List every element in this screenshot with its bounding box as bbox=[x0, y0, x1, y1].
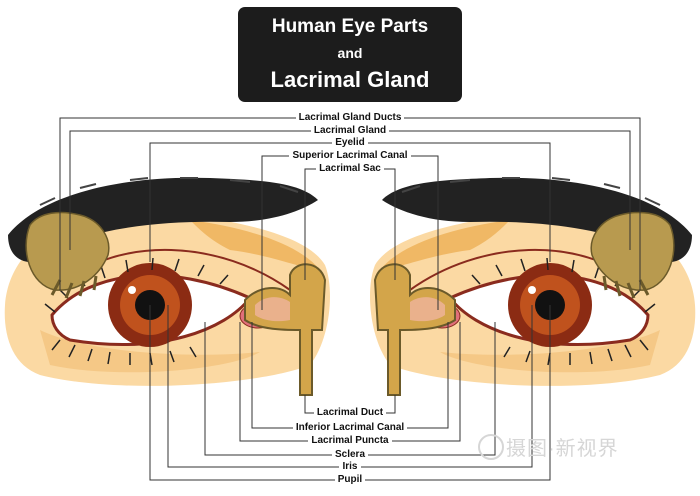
label-lacrimal-duct: Lacrimal Duct bbox=[0, 407, 700, 419]
right-skin-shadow bbox=[380, 220, 510, 270]
label-lacrimal-gland-ducts: Lacrimal Gland Ducts bbox=[0, 112, 700, 124]
left-lower-lashes bbox=[51, 339, 197, 366]
label-eyelid: Eyelid bbox=[0, 137, 700, 149]
left-eye bbox=[4, 177, 330, 396]
title-line3: Lacrimal Gland bbox=[270, 67, 430, 92]
right-gland-ducts bbox=[602, 275, 650, 299]
left-eyebrow-hair bbox=[39, 177, 299, 206]
label-lacrimal-gland: Lacrimal Gland bbox=[0, 125, 700, 137]
right-lacrimal-sac bbox=[373, 263, 456, 396]
right-eye bbox=[370, 177, 696, 396]
right-lacrimal-gland bbox=[590, 211, 675, 291]
left-lacrimal-gland bbox=[25, 211, 110, 291]
left-lacrimal-sac bbox=[244, 263, 327, 396]
label-inferior-lacrimal-canal: Inferior Lacrimal Canal bbox=[0, 422, 700, 434]
label-lacrimal-sac: Lacrimal Sac bbox=[0, 163, 700, 175]
watermark-icon bbox=[478, 434, 504, 460]
label-superior-lacrimal-canal: Superior Lacrimal Canal bbox=[0, 150, 700, 162]
label-sclera: Sclera bbox=[0, 449, 700, 461]
label-iris: Iris bbox=[0, 461, 700, 473]
right-eyebrow bbox=[382, 177, 692, 262]
title-line2: and bbox=[337, 45, 363, 61]
title-box: Human Eye Parts and Lacrimal Gland bbox=[238, 7, 462, 102]
left-gland-ducts bbox=[50, 275, 98, 299]
title-line1: Human Eye Parts bbox=[271, 16, 429, 37]
left-highlight bbox=[128, 286, 136, 294]
right-lower-lashes bbox=[503, 339, 649, 366]
label-lacrimal-puncta: Lacrimal Puncta bbox=[0, 435, 700, 447]
right-eyebrow-hair bbox=[401, 177, 661, 206]
left-lacrimal-sac-highlight bbox=[255, 297, 290, 322]
watermark: 摄图·新视界 bbox=[506, 438, 619, 460]
label-pupil: Pupil bbox=[0, 474, 700, 486]
left-skin-shadow bbox=[190, 220, 320, 270]
right-lacrimal-sac-highlight bbox=[410, 297, 445, 322]
left-eyebrow bbox=[8, 177, 318, 262]
right-highlight bbox=[528, 286, 536, 294]
